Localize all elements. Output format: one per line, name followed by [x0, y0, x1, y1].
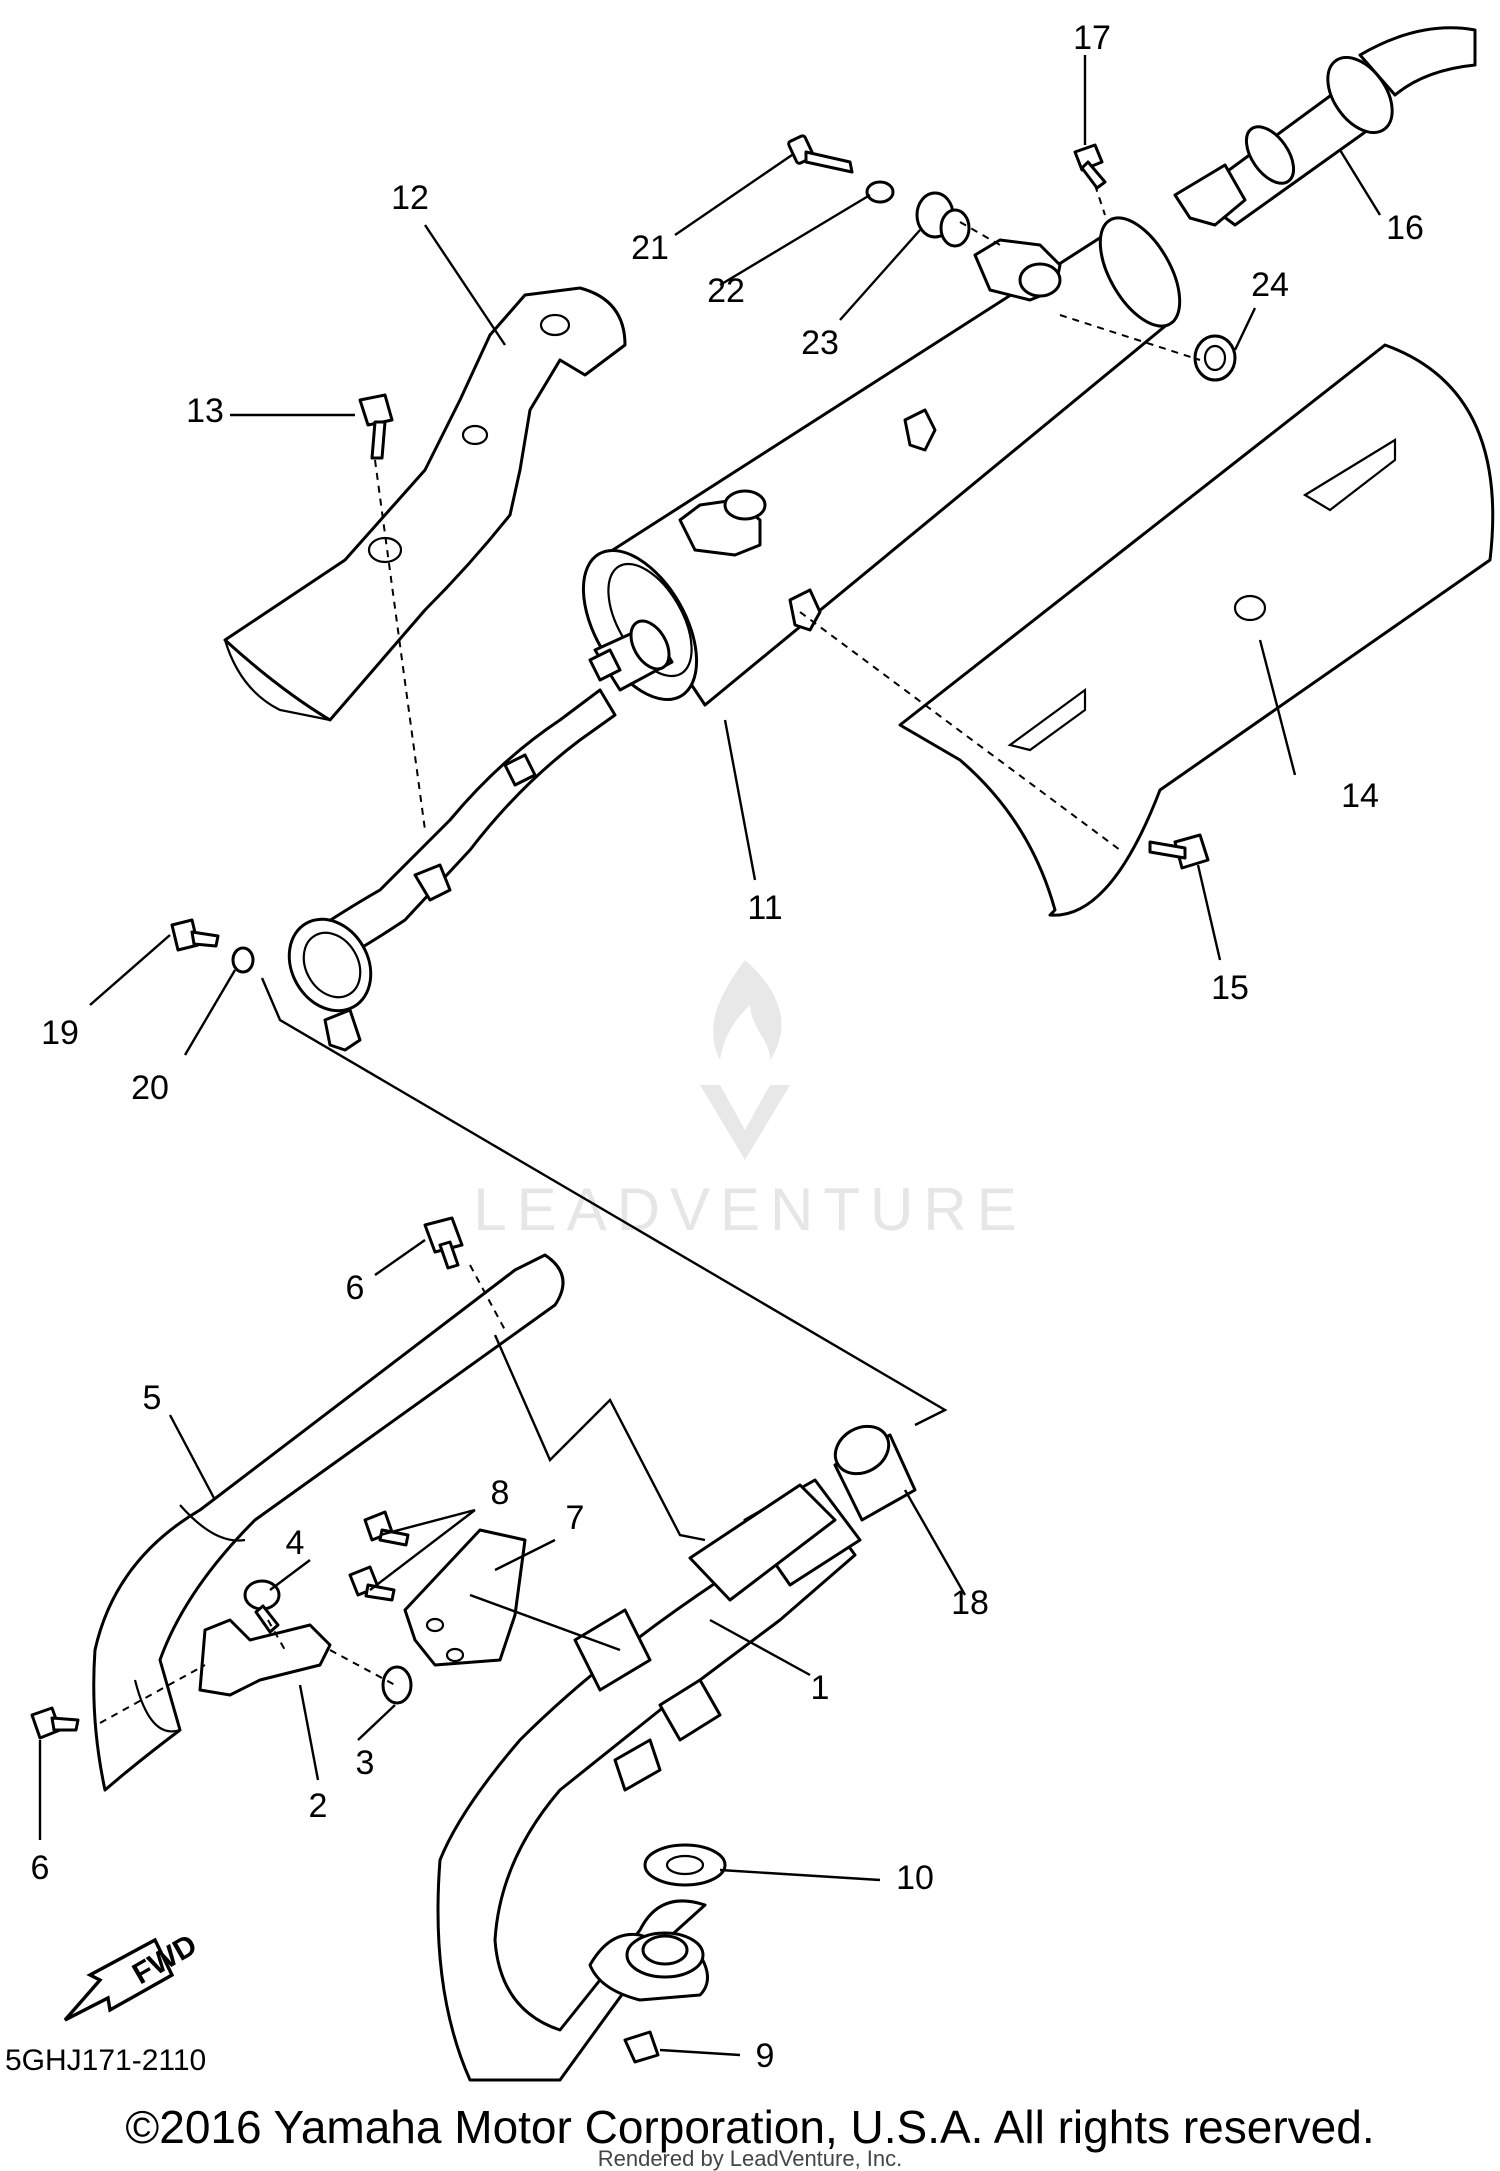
- callout-23: 23: [801, 324, 839, 362]
- mid-pipe: [287, 648, 622, 1052]
- callout-18: 18: [951, 1584, 989, 1622]
- callout-7: 7: [566, 1499, 585, 1537]
- callout-6a: 6: [346, 1269, 365, 1307]
- callout-21: 21: [631, 229, 669, 267]
- callout-8: 8: [491, 1474, 510, 1512]
- leader-lines: [38, 55, 1382, 2057]
- callout-17: 17: [1073, 19, 1111, 57]
- copyright-notice: ©2016 Yamaha Motor Corporation, U.S.A. A…: [125, 2101, 1375, 2153]
- gasket-part-10: [643, 1843, 727, 1887]
- clamp-part-2: [198, 1618, 332, 1697]
- dashed-connectors: [99, 184, 1201, 1724]
- grommet-part-23: [915, 191, 971, 248]
- bolt-part-21: [787, 134, 854, 174]
- callout-14: 14: [1341, 777, 1379, 815]
- watermark-text: LEADVENTURE: [473, 1176, 1026, 1243]
- bolt-part-17: [1073, 143, 1107, 190]
- bolt-part-13: [358, 393, 394, 460]
- callout-12: 12: [391, 179, 429, 217]
- exhaust-flange: [588, 1931, 709, 2002]
- bolt-part-6-top: [423, 1216, 464, 1270]
- callout-13: 13: [186, 392, 224, 430]
- callout-19: 19: [41, 1014, 79, 1052]
- callout-11: 11: [747, 889, 782, 927]
- callout-1: 1: [811, 1669, 830, 1707]
- bolts-part-8: [348, 1510, 410, 1602]
- leadventure-watermark: LEADVENTURE: [473, 960, 1026, 1243]
- callout-20: 20: [131, 1069, 169, 1107]
- tailpipe-part-16: [1173, 26, 1477, 227]
- bolt-part-19: [170, 918, 220, 952]
- callout-5: 5: [143, 1379, 162, 1417]
- bolt-part-15: [1148, 833, 1210, 870]
- nut-part-9: [623, 2030, 660, 2064]
- assembly-lines: [260, 977, 948, 1652]
- collar-part-24: [1193, 334, 1237, 382]
- callout-10: 10: [896, 1859, 934, 1897]
- callout-24: 24: [1251, 266, 1289, 304]
- bolt-part-4: [243, 1579, 281, 1634]
- callout-16: 16: [1386, 209, 1424, 247]
- washer-part-20: [231, 946, 255, 974]
- exhaust-pipe-part-1: [436, 1478, 862, 2082]
- callout-4: 4: [286, 1524, 305, 1562]
- collar-part-3: [381, 1665, 413, 1705]
- callout-2: 2: [309, 1787, 328, 1825]
- protector-part-12: [223, 286, 627, 722]
- bolt-part-6-left: [30, 1706, 80, 1740]
- protector-part-14: [898, 343, 1495, 917]
- callout-15: 15: [1211, 969, 1249, 1007]
- bracket-part-7: [403, 1528, 527, 1667]
- watermark-flame-icon: [713, 960, 782, 1060]
- watermark-chevron-icon: [700, 1085, 790, 1160]
- washer-part-22: [865, 180, 895, 204]
- callout-22: 22: [707, 272, 745, 310]
- callout-9: 9: [756, 2037, 775, 2075]
- rendered-by-notice: Rendered by LeadVenture, Inc.: [597, 2146, 903, 2171]
- callout-6b: 6: [31, 1849, 50, 1887]
- fwd-arrow: FWD: [63, 1928, 203, 2022]
- callouts: 1 2 3 4 5 6 6 7 8 9 10 11 12 13 14 15 16…: [31, 19, 1424, 2075]
- fwd-label: FWD: [127, 1928, 203, 1991]
- callout-3: 3: [356, 1744, 375, 1782]
- part-code: 5GHJ171-2110: [5, 2044, 206, 2077]
- sleeve-part-18: [833, 1424, 917, 1522]
- protector-part-5: [92, 1253, 565, 1792]
